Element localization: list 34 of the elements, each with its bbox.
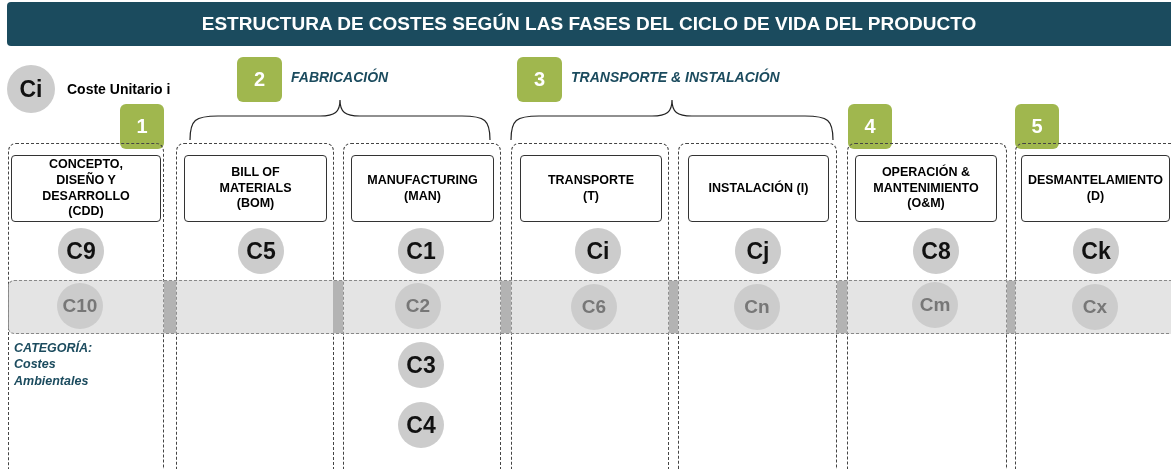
phase-box: MANUFACTURING (MAN) (351, 155, 494, 222)
number-badge: 4 (848, 104, 892, 149)
title-bar: ESTRUCTURA DE COSTES SEGÚN LAS FASES DEL CICLO DE VIDA DEL PRODUCTO (7, 2, 1171, 46)
phase-box: OPERACIÓN & MANTENIMIENTO (O&M) (855, 155, 997, 222)
cost-circle: Cn (734, 284, 780, 330)
phase-group-label: TRANSPORTE & INSTALACIÓN (571, 69, 780, 85)
cost-circle: Cj (735, 228, 781, 274)
cost-circle: Ci (575, 228, 621, 274)
cost-circle: Cm (912, 282, 958, 328)
phase-column (176, 143, 334, 469)
phase-box: CONCEPTO, DISEÑO Y DESARROLLO (CDD) (11, 155, 161, 222)
cost-circle: C6 (571, 284, 617, 330)
cost-circle: C5 (238, 228, 284, 274)
cost-circle: C4 (398, 402, 444, 448)
cost-circle: C10 (57, 283, 103, 329)
cost-circle: C3 (398, 342, 444, 388)
phase-group-label: FABRICACIÓN (291, 69, 389, 85)
cost-circle: C9 (58, 228, 104, 274)
cost-circle: Ck (1073, 228, 1119, 274)
cost-circle: Cx (1072, 284, 1118, 330)
cost-circle: C2 (395, 283, 441, 329)
phase-box: TRANSPORTE (T) (520, 155, 662, 222)
node-caption: Coste Unitario i (67, 81, 171, 97)
cost-circle: C8 (913, 228, 959, 274)
cost-circle: C1 (398, 228, 444, 274)
category-label: CATEGORÍA: Costes Ambientales (14, 340, 94, 389)
legend-circle: Ci (7, 65, 55, 113)
phase-box: INSTALACIÓN (I) (688, 155, 829, 222)
phase-box: BILL OF MATERIALS (BOM) (184, 155, 327, 222)
number-badge: 2 (237, 57, 282, 102)
phase-box: DESMANTELAMIENTO (D) (1021, 155, 1170, 222)
number-badge: 3 (517, 57, 562, 102)
number-badge: 1 (120, 104, 164, 149)
number-badge: 5 (1015, 104, 1059, 149)
